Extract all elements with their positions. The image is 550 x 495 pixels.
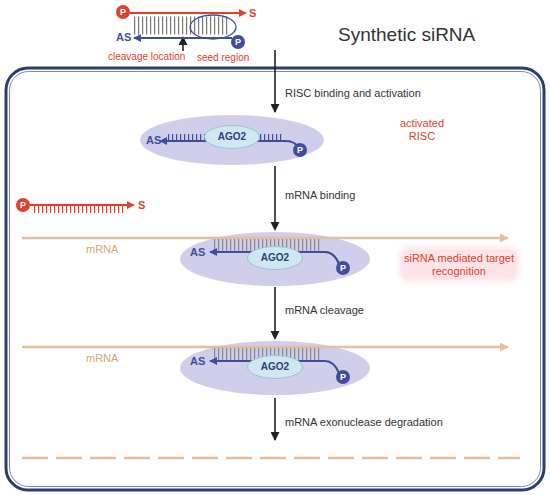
phosphate-label: P: [336, 261, 350, 275]
risc-complex: AS AGO2P: [140, 115, 324, 165]
strand-label: AS: [190, 246, 205, 259]
annotation-label: seed region: [197, 52, 249, 64]
step-connector: [271, 166, 280, 231]
annotation-label: siRNA mediated target recognition: [402, 250, 516, 279]
phosphate-shape: [231, 35, 245, 49]
strand-label: AS: [190, 355, 205, 368]
ago2-shape: [205, 126, 260, 149]
phosphate-shape: [336, 261, 350, 275]
phosphate-shape: [293, 143, 307, 157]
phosphate-label: P: [231, 35, 245, 49]
annotation-label: RISC binding and activation: [285, 87, 421, 100]
ago2-protein: AGO2: [247, 246, 303, 270]
step-label: mRNA cleavage: [285, 304, 364, 317]
annotation-label: S: [249, 7, 256, 20]
risc-shape: [180, 232, 370, 286]
annotation-label: mRNA: [86, 352, 118, 365]
phosphate-circle: P: [231, 35, 245, 49]
figure-title: Synthetic siRNA: [338, 24, 475, 46]
arrow-head: [271, 222, 280, 231]
cleavage-pointer: [182, 37, 184, 51]
ago2-shape: [248, 247, 303, 270]
phosphate-label: P: [16, 198, 30, 212]
annotation-label: mRNA: [86, 243, 118, 256]
passenger-strand: [30, 204, 134, 206]
risc-complex: AS AGO2P: [180, 232, 370, 286]
phosphate-circle: P: [16, 198, 30, 212]
phosphate-label: P: [116, 5, 130, 19]
risc-shape: [180, 341, 370, 395]
step-connector: [271, 287, 280, 340]
phosphate-circle: P: [116, 5, 130, 19]
step-label: mRNA binding: [285, 189, 355, 202]
phosphate-label: P: [336, 370, 350, 384]
connector-line: [274, 287, 276, 332]
arrow-head: [271, 331, 280, 340]
annotation-label: AS: [116, 31, 131, 44]
protein-label: AGO2: [247, 246, 303, 270]
annotation-label: activated RISC: [390, 117, 454, 142]
ago2-protein: AGO2: [247, 355, 303, 379]
step-arrow: [274, 50, 276, 112]
strand-label: AS: [146, 134, 161, 147]
protein-label: AGO2: [204, 125, 260, 149]
phosphate-shape: [116, 5, 130, 19]
connector-line: [274, 166, 276, 223]
base-pairs: [134, 17, 230, 35]
phosphate-circle: P: [336, 261, 350, 275]
risc-complex: AS AGO2P: [180, 341, 370, 395]
protein-label: AGO2: [247, 355, 303, 379]
step-arrow: [274, 398, 276, 440]
mrna-fragments: [22, 457, 520, 460]
phosphate-shape: [16, 198, 30, 212]
phosphate-circle: P: [336, 370, 350, 384]
annotation-label: S: [138, 199, 145, 212]
phosphate-label: P: [293, 143, 307, 157]
cell-membrane-inner: [10, 72, 541, 487]
ago2-shape: [248, 356, 303, 379]
phosphate-circle: P: [293, 143, 307, 157]
risc-shape: [140, 115, 324, 165]
antisense-strand: [134, 37, 232, 39]
annotation-label: mRNA exonuclease degradation: [285, 416, 443, 429]
annotation-label: cleavage location: [108, 51, 185, 63]
sense-strand: [130, 12, 246, 14]
cell-membrane: [6, 68, 544, 490]
ago2-protein: AGO2: [204, 125, 260, 149]
passenger-bases: [34, 206, 126, 213]
seed-region-outline: [190, 15, 236, 39]
phosphate-shape: [336, 370, 350, 384]
